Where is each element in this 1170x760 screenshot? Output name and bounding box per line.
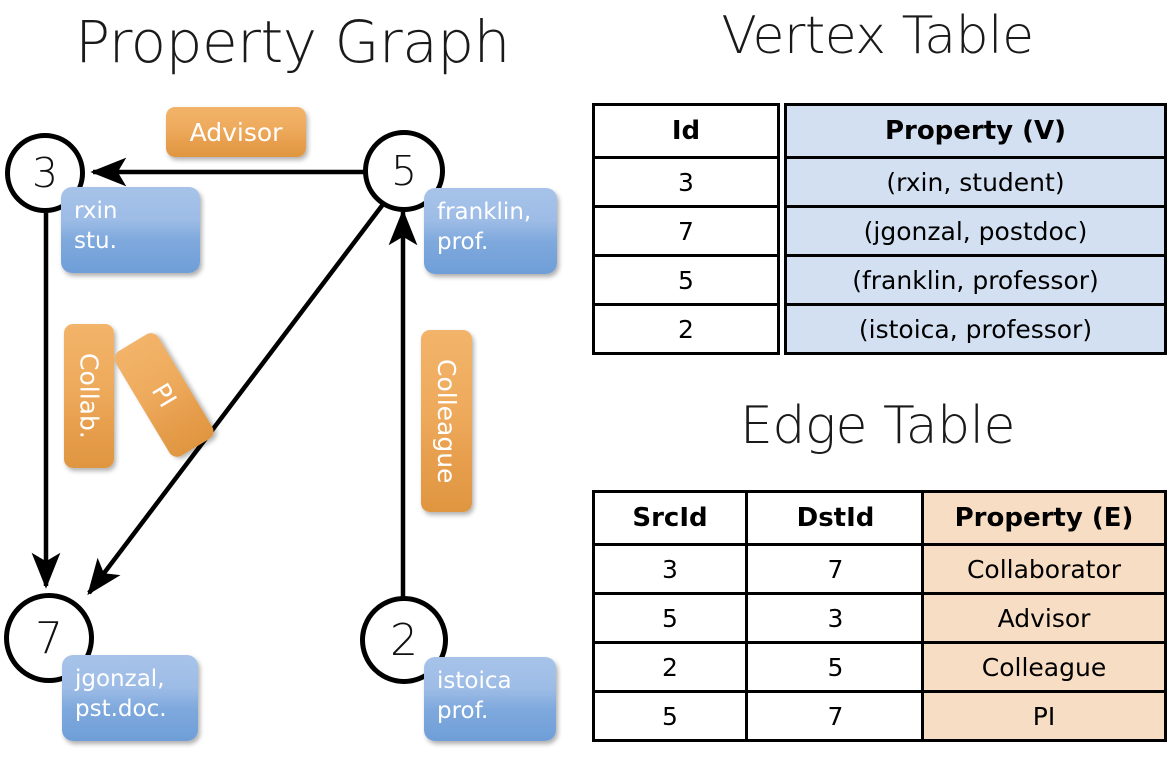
table-row[interactable]: (jgonzal, postdoc)	[784, 205, 1167, 257]
edge-label-pi-text: PI	[145, 377, 183, 413]
edge-table-cell-dstid: 5	[745, 641, 926, 693]
graph-node-3-label: 3	[31, 149, 59, 197]
vertex-table-cell-property: (franklin, professor)	[784, 254, 1167, 306]
edge-table-id-columns: SrcId DstId 3 7 5 3 2 5 5 7	[592, 490, 926, 742]
edge-label-colleague: Colleague	[421, 330, 472, 512]
table-header-row: Property (E)	[921, 490, 1167, 546]
edge-5-to-7	[87, 201, 386, 596]
property-box-node-7: jgonzal, pst.doc.	[62, 655, 198, 741]
page-title-edge-table: Edge Table	[739, 396, 1016, 456]
edge-table-cell-property: Collaborator	[921, 543, 1167, 595]
vertex-table-header-property: Property (V)	[784, 103, 1167, 159]
page-title-vertex-table: Vertex Table	[721, 6, 1034, 66]
vertex-table-cell-property: (istoica, professor)	[784, 303, 1167, 355]
table-row[interactable]: 5	[592, 254, 780, 306]
page-title-property-graph: Property Graph	[75, 8, 510, 76]
table-row[interactable]: (franklin, professor)	[784, 254, 1167, 306]
table-row[interactable]: 7	[592, 205, 780, 257]
table-header-row: Property (V)	[784, 103, 1167, 159]
vertex-table-id-column: Id 3 7 5 2	[592, 103, 780, 355]
table-row[interactable]: 3	[592, 156, 780, 208]
edge-table-cell-property: PI	[921, 690, 1167, 742]
property-box-node-2: istoica prof.	[424, 657, 556, 741]
table-row[interactable]: Advisor	[921, 592, 1167, 644]
vertex-table-property-column: Property (V) (rxin, student) (jgonzal, p…	[784, 103, 1167, 355]
table-row[interactable]: 5 3	[592, 592, 926, 644]
edge-table-cell-srcid: 2	[592, 641, 748, 693]
graph-node-7-label: 7	[35, 612, 63, 664]
edge-label-collab: Collab.	[64, 324, 114, 468]
property-box-node-5-line1: franklin,	[437, 199, 532, 225]
graph-edges-svg	[31, 157, 418, 598]
property-box-node-3-line2: stu.	[74, 228, 117, 255]
edge-table-header-srcid: SrcId	[592, 490, 748, 546]
edge-table-header-property: Property (E)	[921, 490, 1167, 546]
property-box-node-5: franklin, prof.	[424, 188, 557, 274]
table-row[interactable]: PI	[921, 690, 1167, 742]
property-box-node-2-line1: istoica	[437, 668, 512, 694]
property-box-node-7-line2: pst.doc.	[75, 696, 167, 723]
edge-table-cell-dstid: 7	[745, 690, 926, 742]
vertex-table-cell-property: (jgonzal, postdoc)	[784, 205, 1167, 257]
table-row[interactable]: Collaborator	[921, 543, 1167, 595]
graph-node-2-label: 2	[390, 614, 418, 666]
property-box-node-3: rxin stu.	[61, 187, 200, 273]
vertex-table-cell-id: 7	[592, 205, 780, 257]
graph-node-5-label: 5	[390, 147, 418, 195]
vertex-table-cell-property: (rxin, student)	[784, 156, 1167, 208]
property-box-node-3-line1: rxin	[74, 198, 118, 224]
edge-table-cell-srcid: 5	[592, 592, 748, 644]
table-row[interactable]: 3 7	[592, 543, 926, 595]
edge-label-collab-text: Collab.	[74, 353, 104, 439]
edge-table-cell-srcid: 5	[592, 690, 748, 742]
edge-table-property-column: Property (E) Collaborator Advisor Collea…	[921, 490, 1167, 742]
edge-table-cell-srcid: 3	[592, 543, 748, 595]
vertex-table-cell-id: 5	[592, 254, 780, 306]
edge-table-cell-dstid: 3	[745, 592, 926, 644]
graph-node-2[interactable]: 2	[360, 596, 448, 684]
table-row[interactable]: (istoica, professor)	[784, 303, 1167, 355]
table-row[interactable]: Colleague	[921, 641, 1167, 693]
property-box-node-7-line1: jgonzal,	[75, 666, 165, 692]
edge-table-cell-property: Colleague	[921, 641, 1167, 693]
table-header-row: SrcId DstId	[592, 490, 926, 546]
property-box-node-5-line2: prof.	[437, 229, 489, 256]
table-header-row: Id	[592, 103, 780, 159]
vertex-table-cell-id: 3	[592, 156, 780, 208]
property-box-node-2-line2: prof.	[437, 698, 489, 725]
vertex-table-header-id: Id	[592, 103, 780, 159]
table-row[interactable]: 2 5	[592, 641, 926, 693]
table-row[interactable]: (rxin, student)	[784, 156, 1167, 208]
edge-table-cell-dstid: 7	[745, 543, 926, 595]
edge-label-advisor-text: Advisor	[189, 117, 283, 147]
edge-table-cell-property: Advisor	[921, 592, 1167, 644]
edge-label-colleague-text: Colleague	[432, 358, 461, 484]
edge-label-advisor: Advisor	[166, 107, 306, 157]
graph-node-5[interactable]: 5	[363, 130, 445, 212]
vertex-table-cell-id: 2	[592, 303, 780, 355]
table-row[interactable]: 2	[592, 303, 780, 355]
table-row[interactable]: 5 7	[592, 690, 926, 742]
property-graph-diagram: 3 5 7 2 rxin stu. franklin, prof. jgonza…	[4, 107, 557, 741]
edge-table-header-dstid: DstId	[745, 490, 926, 546]
